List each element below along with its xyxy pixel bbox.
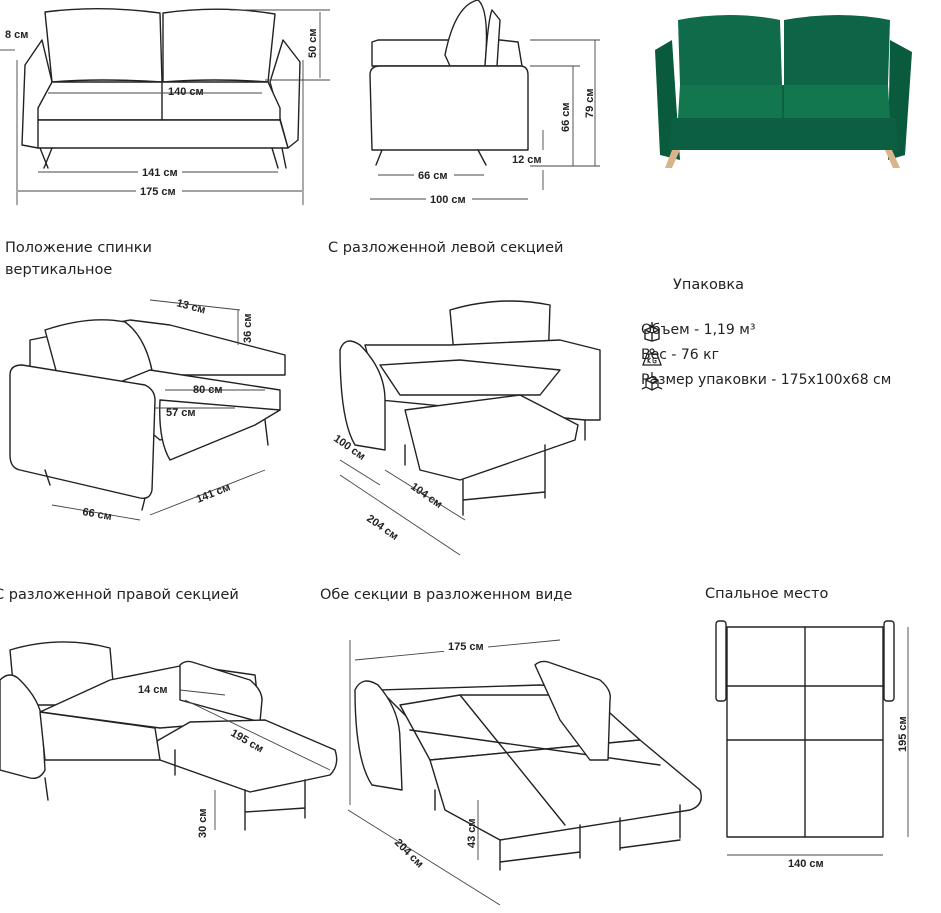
package-volume-label: Объем - 1,19 м³ bbox=[641, 322, 756, 338]
heading-left-unfolded: С разложенной левой секцией bbox=[328, 240, 564, 256]
side-total-height-label: 79 см bbox=[584, 88, 596, 118]
package-volume: Объем - 1,19 м³ bbox=[641, 322, 756, 342]
right-unfolded-drawing bbox=[0, 641, 338, 831]
side-seat-depth-label: 66 см bbox=[418, 170, 448, 182]
heading-back-upright-2: вертикальное bbox=[5, 262, 113, 278]
both-height-label: 43 см bbox=[466, 818, 478, 848]
heading-both-unfolded: Обе секции в разложенном виде bbox=[320, 587, 573, 603]
left-unfolded-length-label: 204 см bbox=[364, 513, 400, 543]
heading-back-upright-1: Положение спинки bbox=[5, 240, 152, 256]
sleeping-width-label: 140 см bbox=[788, 858, 824, 870]
upright-view-drawing bbox=[9, 319, 286, 511]
weight-icon bbox=[642, 348, 662, 366]
front-view-drawing bbox=[21, 8, 301, 169]
front-leg-span-label: 141 см bbox=[142, 167, 178, 179]
side-leg-height-label: 12 см bbox=[512, 154, 542, 166]
upright-cushion-thickness-label: 13 см bbox=[175, 297, 207, 316]
upright-cushion-height-label: 36 см bbox=[242, 313, 254, 343]
package-size-label: Размер упаковки - 175х100х68 см bbox=[641, 372, 892, 388]
sleeping-area-drawing: 195 см 140 см bbox=[715, 620, 909, 870]
heading-sleeping-area: Спальное место bbox=[705, 586, 829, 602]
front-back-height-label: 50 см bbox=[307, 28, 319, 58]
side-total-depth-label: 100 см bbox=[430, 194, 466, 206]
front-seat-width-label: 140 см bbox=[168, 86, 204, 98]
left-unfolded-drawing bbox=[339, 300, 601, 516]
right-height-label: 30 см bbox=[197, 808, 209, 838]
heading-right-unfolded: С разложенной правой секцией bbox=[0, 587, 239, 603]
front-total-width-label: 175 см bbox=[140, 186, 176, 198]
sleeping-length-label: 195 см bbox=[897, 716, 909, 752]
package-weight-label: Вес - 76 кг bbox=[641, 347, 719, 363]
upright-leg-span-label: 141 см bbox=[195, 481, 233, 505]
side-view-drawing bbox=[369, 0, 529, 166]
upright-depth-label: 66 см bbox=[81, 506, 112, 523]
package-title: Упаковка bbox=[673, 277, 745, 293]
side-seat-height-label: 66 см bbox=[560, 102, 572, 132]
both-width-label: 175 см bbox=[448, 641, 484, 653]
both-unfolded-drawing bbox=[354, 660, 702, 871]
upright-seat-height-label: 57 см bbox=[166, 407, 196, 419]
sofa-photo bbox=[655, 15, 912, 168]
both-length-label: 204 см bbox=[392, 837, 426, 871]
right-gap-label: 14 см bbox=[138, 684, 168, 696]
upright-seat-depth-label: 80 см bbox=[193, 384, 223, 396]
box-volume-icon bbox=[644, 322, 660, 342]
package-size-icon bbox=[641, 372, 663, 391]
package-size: Размер упаковки - 175х100х68 см bbox=[641, 372, 892, 391]
front-view-dimensions: 8 см 50 см 140 см 141 см 175 см bbox=[0, 9, 330, 205]
front-armrest-width-label: 8 см bbox=[5, 29, 28, 41]
left-section-length-label: 104 см bbox=[408, 481, 444, 511]
side-view-dimensions: 66 см 79 см 12 см 66 см 100 см bbox=[370, 39, 600, 206]
package-weight: Вес - 76 кг bbox=[641, 347, 719, 366]
